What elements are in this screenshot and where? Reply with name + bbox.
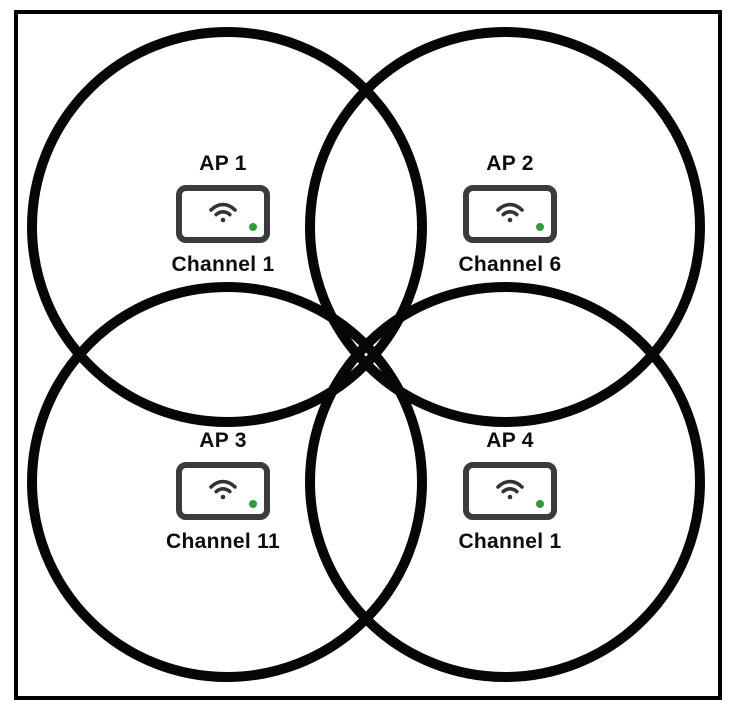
ap-group-2: AP 2 Channel 6: [400, 152, 620, 276]
channel-label: Channel 1: [171, 253, 275, 276]
status-led-icon: [536, 500, 544, 508]
ap-label: AP 3: [199, 429, 247, 452]
ap-label: AP 1: [199, 152, 247, 175]
status-led-icon: [249, 500, 257, 508]
ap-group-4: AP 4 Channel 1: [400, 429, 620, 553]
wifi-icon: [496, 479, 524, 500]
channel-label: Channel 1: [458, 530, 562, 553]
ap-label: AP 4: [486, 429, 534, 452]
status-led-icon: [536, 223, 544, 231]
access-point-device: [463, 185, 557, 243]
wifi-icon: [496, 202, 524, 223]
access-point-device: [463, 462, 557, 520]
wifi-icon: [209, 479, 237, 500]
channel-label: Channel 6: [458, 253, 562, 276]
access-point-device: [176, 185, 270, 243]
channel-label: Channel 11: [166, 530, 280, 553]
ap-group-1: AP 1 Channel 1: [113, 152, 333, 276]
ap-group-3: AP 3 Channel 11: [113, 429, 333, 553]
status-led-icon: [249, 223, 257, 231]
access-point-device: [176, 462, 270, 520]
ap-label: AP 2: [486, 152, 534, 175]
coverage-circle-ap4: [305, 282, 705, 682]
wifi-icon: [209, 202, 237, 223]
border-frame: [14, 10, 722, 700]
